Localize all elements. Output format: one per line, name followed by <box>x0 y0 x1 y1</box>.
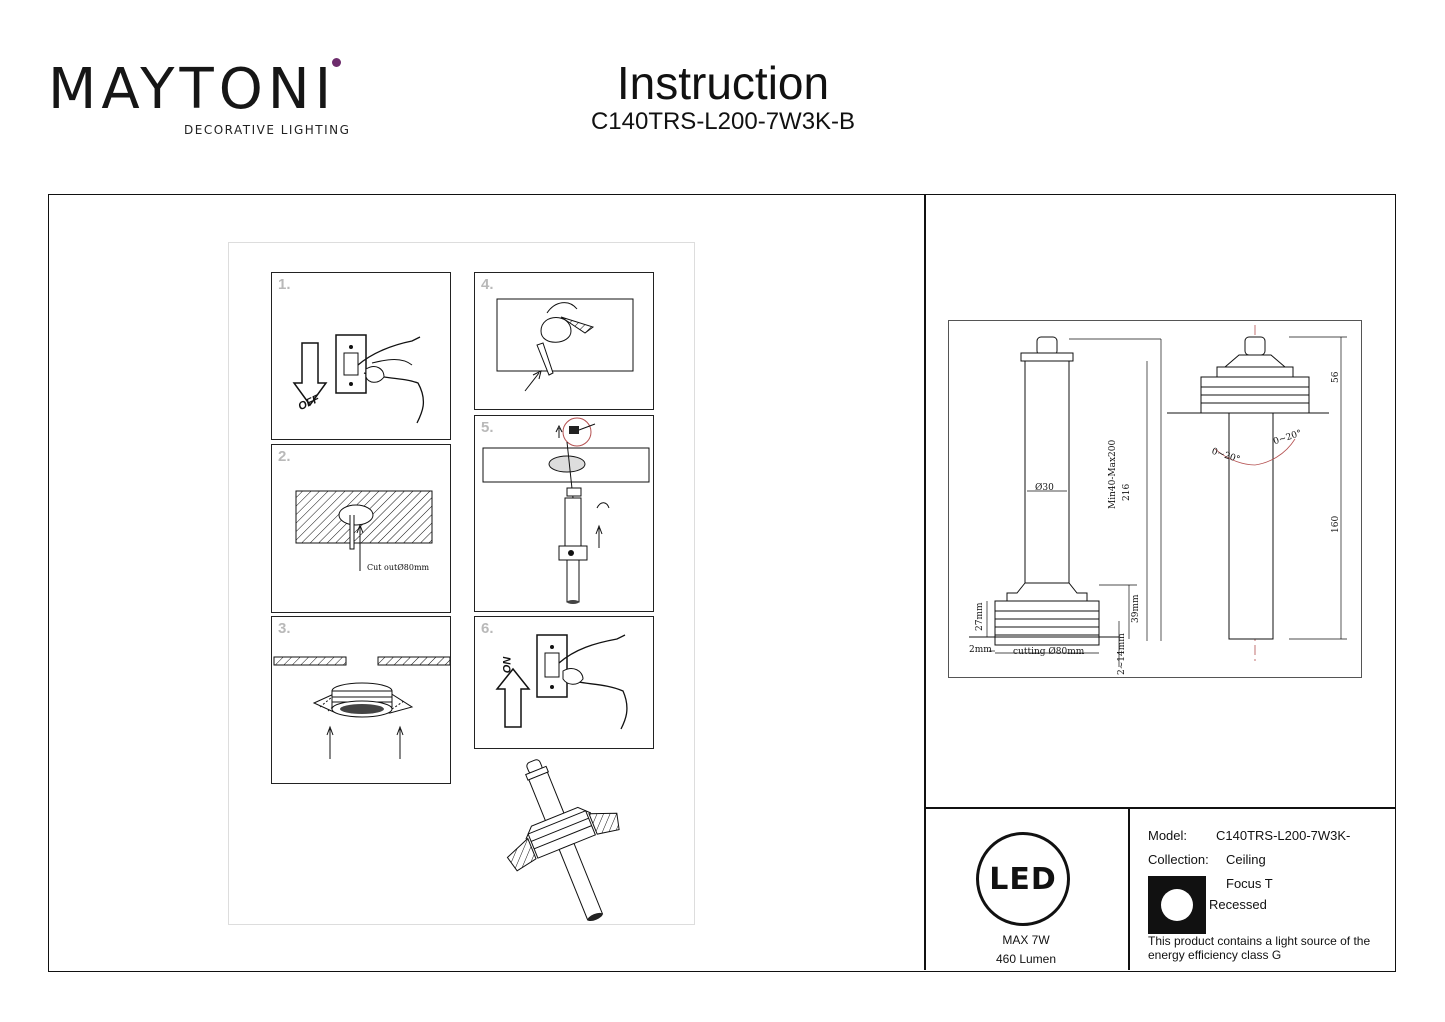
step-number: 6. <box>481 620 494 637</box>
dimension-drawing <box>969 325 1347 667</box>
brand-tagline: DECORATIVE LIGHTING <box>184 123 351 137</box>
dim-diameter: Ø30 <box>1035 483 1054 493</box>
collection-label: Collection: <box>1148 852 1209 867</box>
energy-text-2: energy efficiency class G <box>1148 948 1282 962</box>
dim-h27: 27mm <box>975 602 985 631</box>
dim-h39: 39mm <box>1131 594 1141 623</box>
step-2-label: Cut outØ80mm <box>367 563 430 572</box>
spec-lumen: 460 Lumen <box>995 952 1057 966</box>
switch-on-illustration <box>495 634 628 730</box>
step-3-panel: 3. <box>271 616 451 784</box>
logo-dot-icon <box>332 58 341 67</box>
page-model-code: C140TRS-L200-7W3K-B <box>590 108 856 135</box>
step-number: 2. <box>278 448 291 465</box>
step-6-panel: 6. ON <box>474 616 654 749</box>
energy-text-1: This product contains a light source of … <box>1148 934 1371 948</box>
step-number: 1. <box>278 276 291 293</box>
dim-range: Min40-Max200 <box>1108 439 1118 509</box>
led-badge: LED <box>976 832 1070 926</box>
dim-lip: 2mm <box>969 645 992 655</box>
dim-ceiling: 2~14mm <box>1117 633 1127 675</box>
connector-install-illustration <box>482 417 650 604</box>
technical-drawing: Ø30 Min40-Max200 216 56 160 27mm 39mm 2m… <box>948 320 1362 678</box>
installed-fixture-illustration <box>506 759 620 922</box>
mount-value: Recessed <box>1209 897 1267 912</box>
step-2-panel: 2. Cut outØ80mm <box>271 444 451 613</box>
model-value: C140TRS-L200-7W3K- <box>1216 828 1351 843</box>
ceiling-cutout-illustration <box>295 490 433 571</box>
page-title: Instruction <box>616 57 830 109</box>
installation-sheet: 1. OFF 2. Cut outØ80mm <box>228 242 695 925</box>
dim-cutting: cutting Ø80mm <box>1013 647 1085 657</box>
collection-value: Ceiling <box>1226 852 1266 867</box>
step-number: 4. <box>481 276 494 293</box>
model-label: Model: <box>1148 828 1188 843</box>
ring-insert-illustration <box>273 656 451 759</box>
step-number: 3. <box>278 620 291 637</box>
brand-logo: MAYTONI <box>48 57 337 122</box>
frame-divider-vertical <box>924 195 926 970</box>
step-number: 5. <box>481 419 494 436</box>
recessed-mount-icon <box>1148 876 1206 934</box>
dim-length: 160 <box>1331 515 1341 533</box>
step-4-panel: 4. <box>474 272 654 410</box>
led-badge-text: LED <box>989 861 1057 897</box>
switch-off-illustration <box>292 334 425 424</box>
dim-top: 56 <box>1331 371 1341 383</box>
spring-clip-illustration <box>496 298 634 392</box>
step-1-panel: 1. OFF <box>271 272 451 440</box>
spec-power: MAX 7W <box>1002 933 1050 947</box>
family-value: Focus T <box>1226 876 1273 891</box>
spec-divider <box>1128 807 1130 970</box>
frame-divider-horizontal <box>924 807 1395 809</box>
instruction-frame <box>48 194 1396 972</box>
step-6-label: ON <box>501 656 514 674</box>
dim-total: 216 <box>1122 483 1132 501</box>
step-5-panel: 5. <box>474 415 654 612</box>
